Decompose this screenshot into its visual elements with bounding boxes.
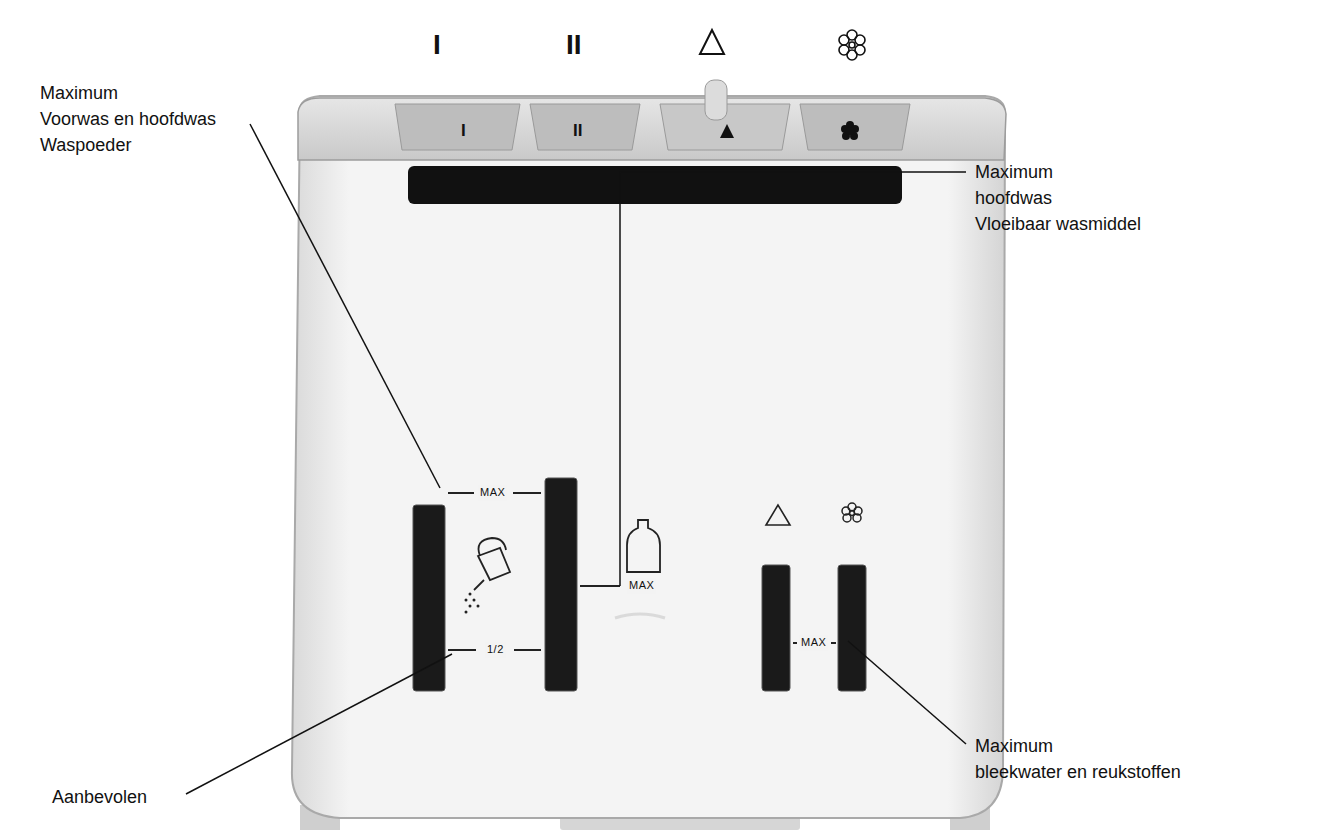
callout-text: Maximum hoofdwas Vloeibaar wasmiddel — [975, 159, 1141, 237]
compartment-number: II — [566, 25, 582, 66]
powder-icon — [474, 538, 510, 590]
compartment — [395, 104, 520, 150]
level-window — [838, 565, 866, 691]
bleach-symbol — [700, 30, 724, 54]
softener-icon — [842, 503, 862, 522]
bleach-icon — [766, 505, 790, 525]
powder-dots — [465, 593, 480, 614]
shading — [615, 614, 665, 618]
level-window — [762, 565, 790, 691]
callout-text: Maximum bleekwater en reukstoffen — [975, 733, 1181, 785]
level-window — [545, 478, 577, 691]
level-marks — [448, 493, 836, 650]
level-mark: 1/2 — [485, 642, 506, 658]
softener-symbol — [839, 30, 865, 60]
compartment-number: I — [461, 119, 466, 144]
liquid-icon — [627, 520, 660, 572]
compartment-number: II — [573, 119, 582, 144]
leader-lines — [186, 124, 966, 794]
drawer-rim — [298, 98, 1006, 160]
compartment-number: I — [433, 25, 441, 66]
siphon — [705, 80, 727, 120]
level-mark: MAX — [799, 635, 828, 651]
bleach-symbol — [720, 124, 734, 138]
drawer-body — [292, 96, 1005, 818]
compartment — [530, 104, 640, 150]
callout-text: Maximum Voorwas en hoofdwas Waspoeder — [40, 80, 216, 158]
level-mark: MAX — [478, 485, 507, 501]
level-mark: MAX — [627, 578, 656, 594]
level-window — [413, 505, 445, 691]
softener-symbol — [841, 121, 859, 140]
callout-text: Aanbevolen — [52, 784, 147, 810]
compartment — [800, 104, 910, 150]
